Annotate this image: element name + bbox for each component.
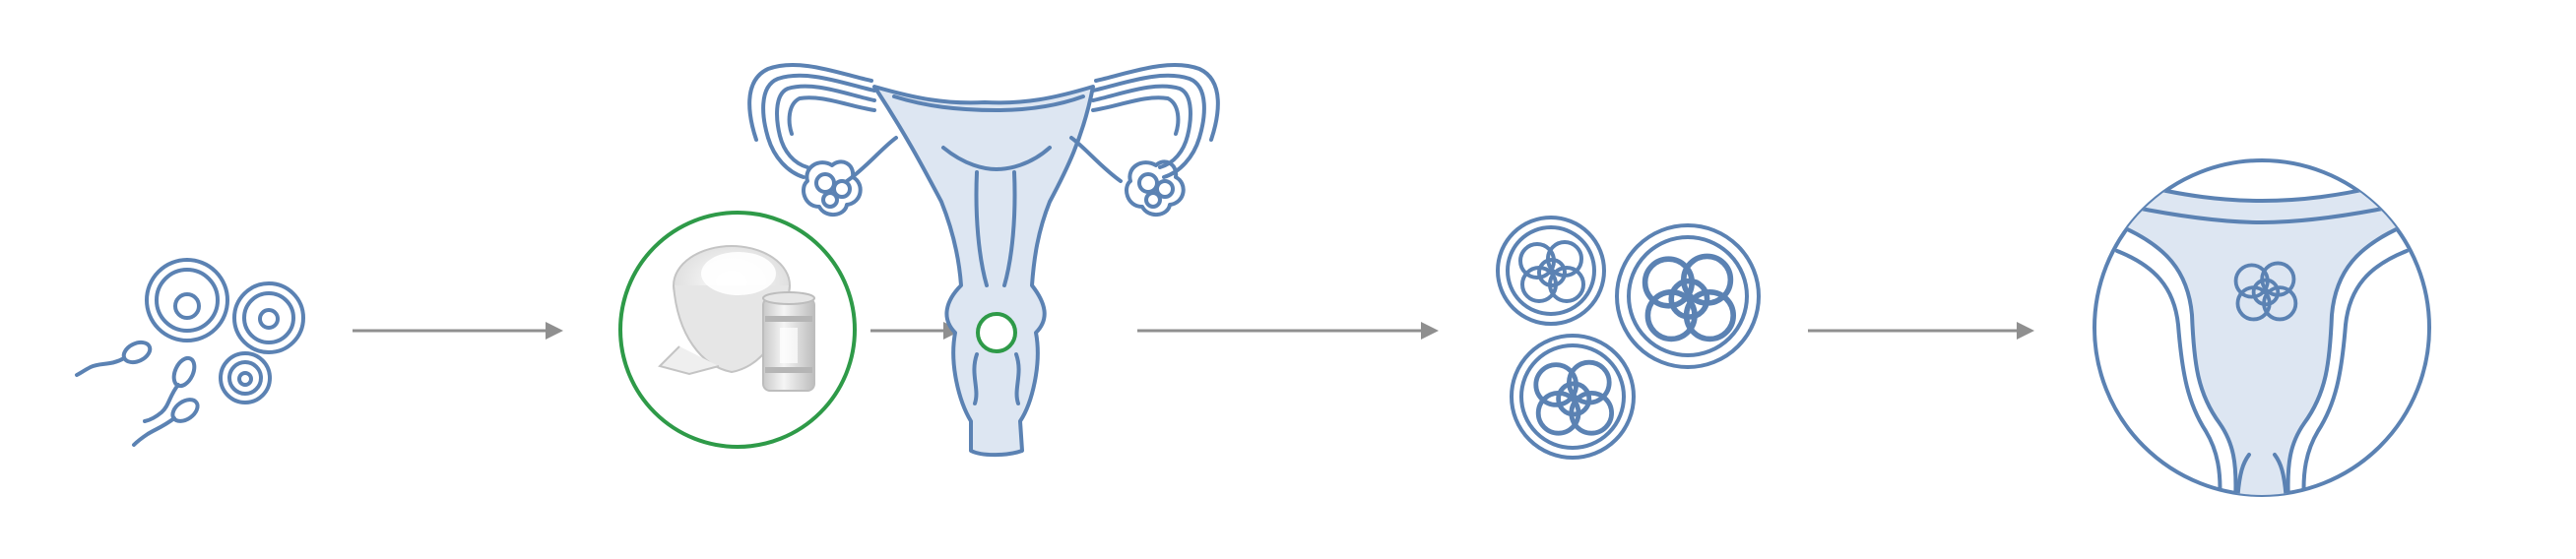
left-ovary: [802, 159, 863, 217]
placement-marker: [976, 312, 1017, 353]
arrow-1: [353, 322, 563, 340]
embryo-2: [1615, 223, 1761, 369]
embryos-icon: [1496, 216, 1761, 460]
right-fallopian-tube: [1091, 63, 1220, 179]
vial-device: [762, 291, 815, 392]
implantation-icon: [2093, 158, 2431, 497]
embryo-1: [1496, 216, 1606, 326]
incubation-device-icon: [618, 211, 857, 449]
arrow-3: [1137, 322, 1439, 340]
left-fallopian-tube: [747, 63, 876, 179]
embryo-3: [1510, 334, 1636, 460]
gametes-icon: [75, 258, 305, 447]
uterus-icon: [747, 63, 1220, 458]
right-ovary: [1125, 159, 1186, 217]
arrow-4: [1808, 322, 2034, 340]
